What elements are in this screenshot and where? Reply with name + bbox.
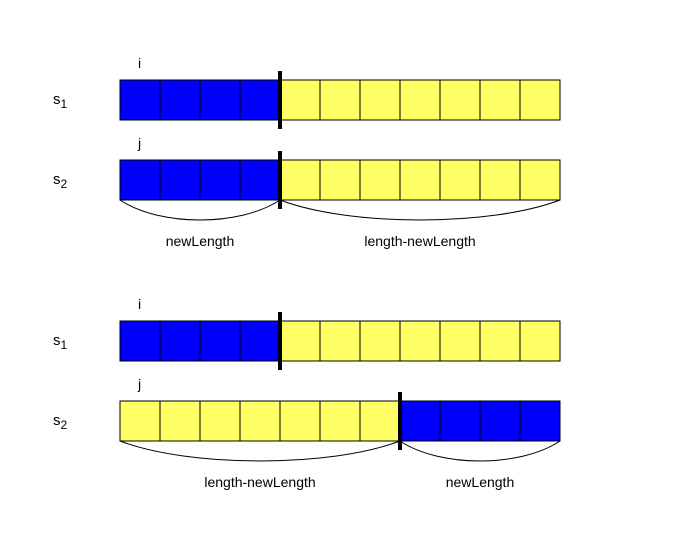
array-cell-yellow xyxy=(439,159,481,201)
array-cell-blue xyxy=(159,79,201,121)
array-cell-yellow xyxy=(319,159,361,201)
array-cell-yellow xyxy=(319,400,361,442)
array-cell-blue xyxy=(119,320,161,362)
brace-arc xyxy=(119,199,281,221)
index-label: j xyxy=(137,376,141,392)
array-cell-blue xyxy=(159,320,201,362)
array-cell-yellow xyxy=(359,79,401,121)
brace-label: newLength xyxy=(446,474,515,490)
array-cell-blue xyxy=(239,79,281,121)
array-cell-blue xyxy=(199,79,241,121)
array-cell-yellow xyxy=(279,320,321,362)
array-cell-yellow xyxy=(279,79,321,121)
array-cell-yellow xyxy=(199,400,241,442)
array-cell-yellow xyxy=(239,400,281,442)
row-label: s2 xyxy=(53,412,68,432)
row-label: s1 xyxy=(53,91,68,111)
array-cell-blue xyxy=(239,320,281,362)
array-cell-blue xyxy=(159,159,201,201)
row-label: s2 xyxy=(53,171,68,191)
array-cell-yellow xyxy=(519,320,561,362)
array-cell-yellow xyxy=(359,159,401,201)
array-cell-yellow xyxy=(399,320,441,362)
array-cell-blue xyxy=(519,400,561,442)
array-cell-blue xyxy=(399,400,441,442)
array-cell-blue xyxy=(479,400,521,442)
array-cell-yellow xyxy=(159,400,201,442)
brace-label: newLength xyxy=(166,233,235,249)
brace-label: length-newLength xyxy=(204,474,315,490)
array-cell-blue xyxy=(199,159,241,201)
array-cell-yellow xyxy=(399,159,441,201)
array-cell-blue xyxy=(119,79,161,121)
array-cell-blue xyxy=(439,400,481,442)
brace-arc xyxy=(119,440,401,462)
array-cell-yellow xyxy=(279,159,321,201)
array-row-s1: s1 i xyxy=(53,55,561,129)
array-cell-yellow xyxy=(319,320,361,362)
array-cell-yellow xyxy=(359,400,401,442)
index-label: j xyxy=(137,135,141,151)
array-cell-blue xyxy=(239,159,281,201)
array-cell-yellow xyxy=(479,159,521,201)
row-label: s1 xyxy=(53,332,68,352)
array-cell-yellow xyxy=(519,79,561,121)
array-cell-yellow xyxy=(479,79,521,121)
panel-2: s1 i s2 j length-newLength newLength xyxy=(53,296,561,490)
array-row-s1: s1 i xyxy=(53,296,561,370)
brace-arc xyxy=(399,440,561,462)
array-cell-yellow xyxy=(519,159,561,201)
array-cell-yellow xyxy=(399,79,441,121)
array-row-s2: s2 j xyxy=(53,376,561,450)
brace-2: newLength xyxy=(399,440,561,490)
array-cell-yellow xyxy=(119,400,161,442)
array-cell-yellow xyxy=(319,79,361,121)
array-cell-yellow xyxy=(359,320,401,362)
array-row-s2: s2 j xyxy=(53,135,561,209)
array-cell-yellow xyxy=(439,79,481,121)
array-cell-yellow xyxy=(279,400,321,442)
brace-arc xyxy=(279,199,561,221)
panel-1: s1 i s2 j newLength length-newLength xyxy=(53,55,561,249)
array-cell-yellow xyxy=(439,320,481,362)
index-label: i xyxy=(138,55,141,71)
array-cell-blue xyxy=(119,159,161,201)
array-cell-blue xyxy=(199,320,241,362)
brace-1: newLength xyxy=(119,199,281,249)
brace-1: length-newLength xyxy=(119,440,401,490)
brace-2: length-newLength xyxy=(279,199,561,249)
index-label: i xyxy=(138,296,141,312)
brace-label: length-newLength xyxy=(364,233,475,249)
array-cell-yellow xyxy=(479,320,521,362)
